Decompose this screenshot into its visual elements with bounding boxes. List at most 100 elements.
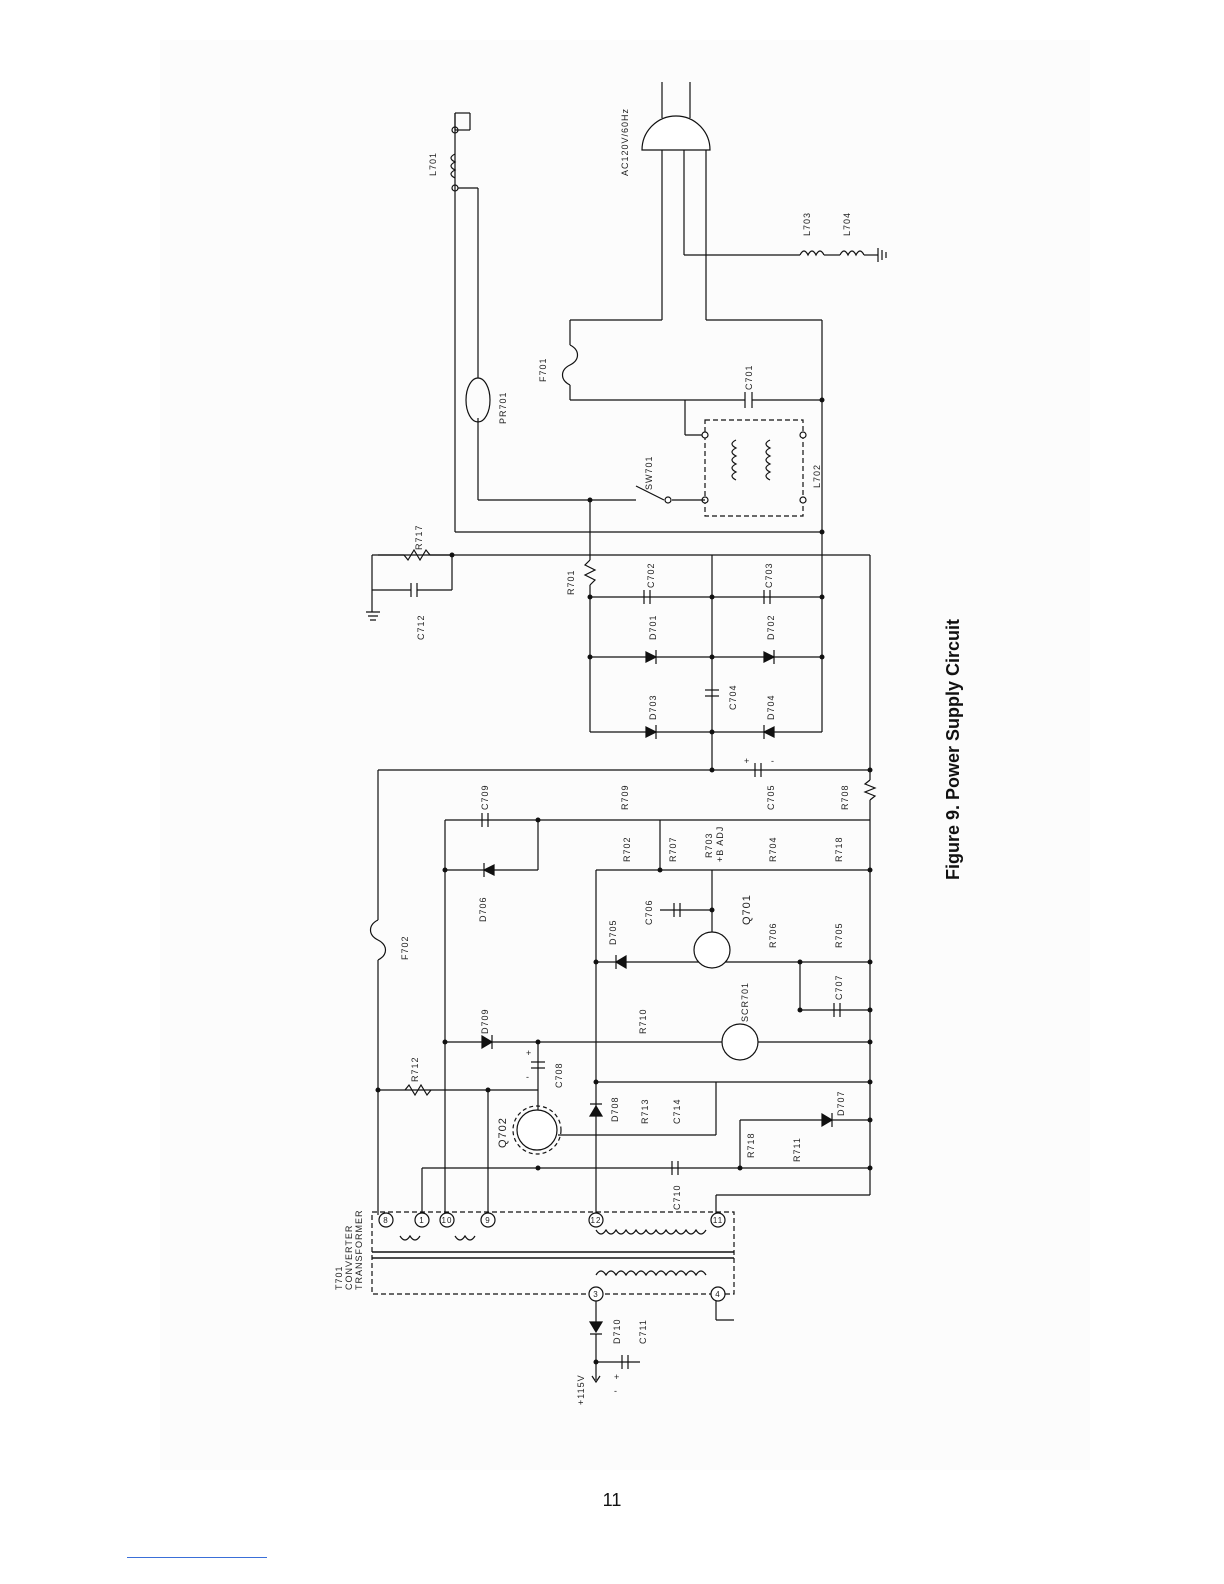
- label-c702: C702: [646, 562, 656, 588]
- pin-label: 12: [591, 1216, 602, 1225]
- label-c711: C711: [638, 1319, 648, 1344]
- ground-icon: [366, 611, 380, 621]
- label-c705: C705: [766, 784, 776, 810]
- label-d708: D708: [610, 1096, 620, 1122]
- label-d704: D704: [766, 694, 776, 720]
- label-b-adj: +B ADJ: [715, 826, 725, 862]
- label-r709: R709: [620, 784, 630, 810]
- label-r702: R702: [622, 836, 632, 862]
- label-r707: R707: [668, 836, 678, 862]
- label-d709: D709: [480, 1008, 490, 1034]
- label-c708: C708: [554, 1062, 564, 1088]
- pin-label: 1: [419, 1216, 424, 1225]
- fuse-f701: [561, 344, 579, 386]
- label-t701: T701: [334, 1265, 344, 1290]
- inductor-l704: [839, 250, 865, 257]
- c705-plus: +: [744, 756, 750, 766]
- page-number: 11: [602, 1490, 622, 1510]
- transformer-t701: [371, 1211, 735, 1295]
- label-converter: CONVERTER: [344, 1225, 354, 1290]
- ground-icon: [877, 248, 887, 262]
- label-c703: C703: [764, 562, 774, 588]
- ac-plug: [641, 115, 711, 151]
- label-l704: L704: [842, 212, 852, 236]
- fuse-f702: [369, 919, 387, 961]
- pin-label: 8: [383, 1216, 388, 1225]
- label-r705: R705: [834, 922, 844, 948]
- label-l701: L701: [428, 152, 438, 176]
- diode-d701: [645, 650, 658, 664]
- label-d702: D702: [766, 614, 776, 640]
- label-d707: D707: [836, 1090, 846, 1116]
- line-filter-l702: [704, 419, 804, 517]
- inductor-l703: [799, 250, 825, 257]
- diode-d709: [481, 1034, 494, 1050]
- label-ac-input: AC120V/60Hz: [620, 108, 630, 176]
- label-r708: R708: [840, 784, 850, 810]
- pin-label: 11: [713, 1216, 723, 1225]
- footer-rule: [127, 1557, 267, 1558]
- pin-label: 9: [485, 1216, 490, 1225]
- junction-dots: [375, 397, 873, 1365]
- label-r712: R712: [410, 1056, 420, 1082]
- switch-sw701: [635, 485, 665, 501]
- label-r706: R706: [768, 922, 778, 948]
- scr-scr701: [721, 1023, 759, 1061]
- label-d706: D706: [478, 896, 488, 922]
- label-c710: C710: [672, 1184, 682, 1210]
- resistor-r712: [404, 1083, 432, 1097]
- c708-minus: -: [526, 1072, 530, 1082]
- label-d703: D703: [648, 694, 658, 720]
- q702-outline: [512, 1105, 562, 1155]
- label-c701: C701: [744, 364, 754, 390]
- label-r715: R717: [414, 524, 424, 550]
- inductor-l701: [450, 153, 457, 179]
- pin-label: 4: [715, 1290, 720, 1299]
- pin-label: 3: [593, 1290, 598, 1299]
- resistor-r701: [583, 559, 597, 586]
- label-sw701: SW701: [644, 455, 654, 490]
- label-r713: R713: [640, 1098, 650, 1124]
- label-r717: R718: [834, 836, 844, 862]
- label-output-voltage: +115V: [576, 1374, 586, 1405]
- label-r703: R703: [704, 832, 714, 858]
- label-q701: Q701: [741, 894, 753, 925]
- transformer-pins: [378, 1212, 726, 1302]
- diode-d703: [645, 725, 658, 739]
- diode-d706: [482, 863, 495, 877]
- output-arrow-icon: [591, 1375, 601, 1384]
- c705-minus: -: [771, 756, 775, 766]
- diode-d710: [588, 1321, 604, 1335]
- label-transformer: TRANSFORMER: [354, 1210, 364, 1291]
- diode-d702: [763, 650, 776, 664]
- diode-d708: [588, 1103, 604, 1117]
- label-c704: C704: [728, 684, 738, 710]
- zener-d705: [614, 954, 627, 970]
- label-f702: F702: [400, 935, 410, 960]
- diode-d704: [762, 725, 775, 739]
- label-d705: D705: [608, 919, 618, 945]
- transistor-q702: [516, 1109, 558, 1151]
- label-r704: R704: [768, 836, 778, 862]
- resistor-r715: [403, 548, 431, 562]
- label-c706: C706: [644, 899, 654, 925]
- thermistor-pr701: [465, 377, 491, 423]
- diode-d707: [821, 1112, 834, 1128]
- label-r711: R711: [792, 1137, 802, 1162]
- label-c707: C707: [834, 974, 844, 1000]
- label-c712: C712: [416, 614, 426, 640]
- label-pr701: PR701: [498, 391, 508, 424]
- label-scr701: SCR701: [740, 982, 750, 1022]
- c711-minus: -: [614, 1386, 618, 1396]
- label-r701: R701: [566, 569, 576, 595]
- c708-plus: +: [526, 1048, 532, 1058]
- label-c709: C709: [480, 784, 490, 810]
- c711-plus: +: [614, 1372, 620, 1382]
- label-l702: L702: [812, 464, 822, 488]
- resistor-r708: [863, 779, 877, 801]
- label-f701: F701: [538, 357, 548, 382]
- label-c714: C714: [672, 1098, 682, 1124]
- figure-caption: Figure 9. Power Supply Circuit: [943, 618, 963, 880]
